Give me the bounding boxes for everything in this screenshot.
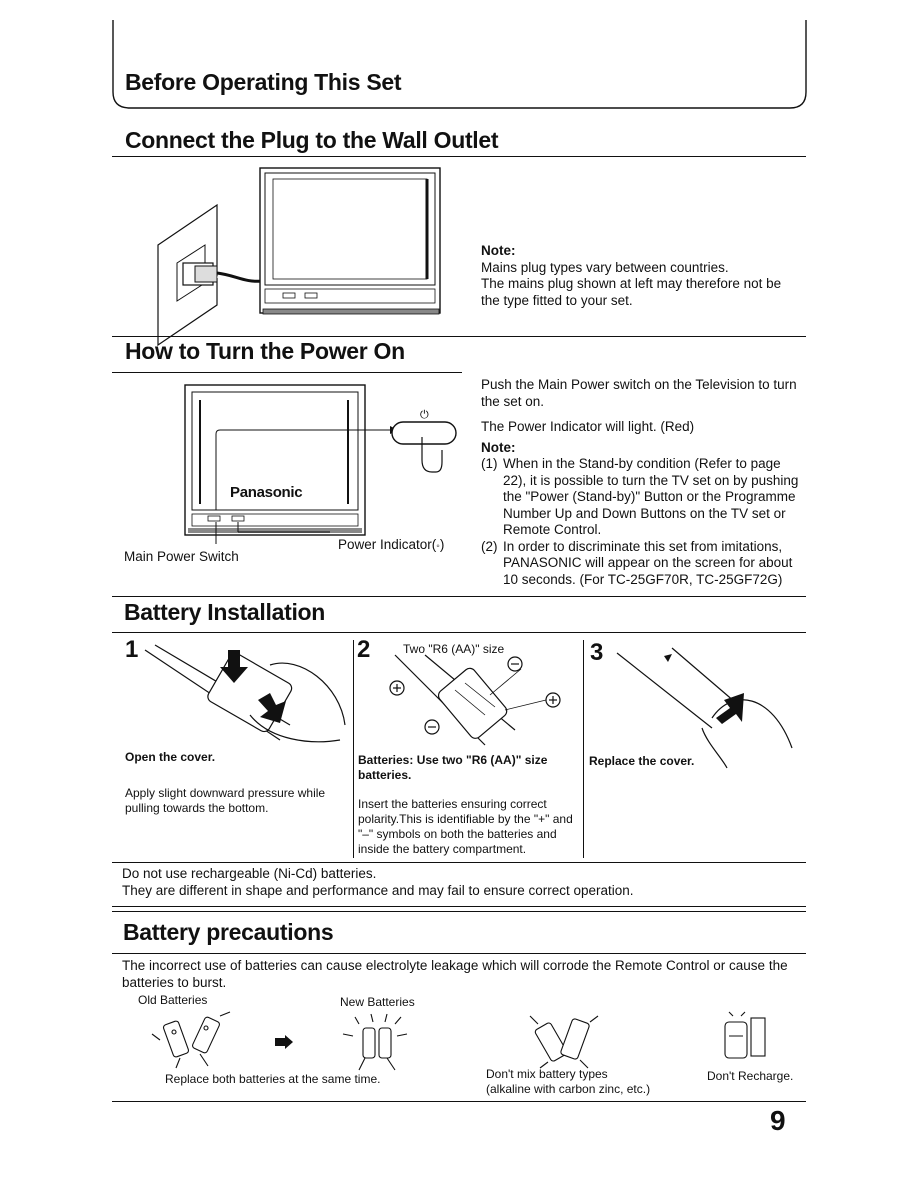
section-heading-precautions: Battery precautions bbox=[123, 919, 334, 945]
note-line: The mains plug shown at left may therefo… bbox=[481, 276, 782, 291]
note-label: Note: bbox=[481, 439, 516, 455]
page-number: 9 bbox=[770, 1105, 786, 1136]
note-item: (1) When in the Stand-by condition (Refer… bbox=[481, 456, 806, 539]
new-batteries-icon bbox=[342, 1013, 408, 1071]
instruction-text: The Power Indicator will light. (Red) bbox=[481, 419, 695, 434]
remote-close-cover-illustration bbox=[616, 647, 793, 769]
plug-note: Note: Mains plug types vary between coun… bbox=[481, 243, 811, 309]
divider bbox=[112, 632, 806, 633]
recharge-battery-icon bbox=[724, 1011, 766, 1059]
warning-line: They are different in shape and performa… bbox=[122, 882, 634, 898]
note-item: (2) In order to discriminate this set fro… bbox=[481, 539, 806, 589]
divider bbox=[112, 156, 806, 157]
main-power-switch-label: Main Power Switch bbox=[124, 549, 239, 564]
remote-battery-illustration bbox=[389, 654, 561, 746]
power-indicator-text: Power Indicator( bbox=[338, 537, 437, 552]
divider bbox=[112, 862, 806, 863]
recharge-caption: Don't Recharge. bbox=[707, 1069, 794, 1083]
svg-text:⏻: ⏻ bbox=[420, 408, 429, 421]
note-text: When in the Stand-by condition (Refer to… bbox=[503, 456, 799, 537]
old-batteries-label: Old Batteries bbox=[138, 993, 208, 1007]
step-detail: Insert the batteries ensuring correct po… bbox=[358, 797, 573, 856]
indicator-icon: ◦ bbox=[436, 541, 440, 552]
power-indicator-close: ) bbox=[439, 537, 445, 552]
mix-caption-line: (alkaline with carbon zinc, etc.) bbox=[486, 1082, 651, 1096]
divider bbox=[112, 1101, 806, 1102]
section-heading-power: How to Turn the Power On bbox=[125, 338, 405, 364]
mixed-batteries-icon bbox=[529, 1015, 599, 1069]
mix-caption-line: Don't mix battery types bbox=[486, 1067, 608, 1081]
note-line: Mains plug types vary between countries. bbox=[481, 259, 729, 275]
power-instructions: Push the Main Power switch on the Televi… bbox=[481, 377, 806, 588]
battery-warning: Do not use rechargeable (Ni-Cd) batterie… bbox=[122, 866, 812, 899]
battery-size-label: Two "R6 (AA)" size bbox=[403, 642, 505, 656]
arrow-right-icon bbox=[275, 1035, 293, 1049]
column-divider bbox=[583, 640, 584, 858]
divider bbox=[112, 596, 806, 597]
tv-plug-illustration bbox=[157, 167, 441, 347]
divider bbox=[112, 372, 462, 373]
column-divider bbox=[353, 640, 354, 858]
section-heading-battery-install: Battery Installation bbox=[124, 599, 326, 625]
power-indicator-label: Power Indicator(◦) bbox=[338, 537, 444, 556]
replace-caption: Replace both batteries at the same time. bbox=[165, 1072, 381, 1086]
divider bbox=[112, 336, 806, 337]
step-caption: Replace the cover. bbox=[589, 754, 695, 768]
note-line: the type fitted to your set. bbox=[481, 292, 633, 308]
warning-line: Do not use rechargeable (Ni-Cd) batterie… bbox=[122, 866, 377, 881]
divider bbox=[112, 906, 806, 907]
step-caption: Open the cover. bbox=[125, 750, 216, 764]
remote-open-cover-illustration bbox=[144, 644, 346, 743]
step-number: 3 bbox=[590, 639, 604, 666]
divider bbox=[112, 953, 806, 954]
tv-brand-logo: Panasonic bbox=[230, 484, 303, 501]
new-batteries-label: New Batteries bbox=[340, 995, 415, 1009]
step-number: 2 bbox=[357, 636, 371, 663]
precautions-intro: The incorrect use of batteries can cause… bbox=[122, 958, 788, 990]
section-heading-plug: Connect the Plug to the Wall Outlet bbox=[125, 127, 499, 153]
note-number: (1) bbox=[481, 456, 498, 471]
header-frame bbox=[112, 20, 807, 109]
note-text: In order to discriminate this set from i… bbox=[503, 538, 793, 587]
divider bbox=[112, 911, 806, 912]
step-detail: Apply slight downward pressure while pul… bbox=[125, 786, 326, 815]
old-batteries-icon bbox=[151, 1011, 231, 1069]
note-number: (2) bbox=[481, 538, 498, 554]
tv-power-illustration: ⏻ bbox=[184, 384, 457, 544]
mix-caption: Don't mix battery types (alkaline with c… bbox=[486, 1067, 650, 1097]
step-number: 1 bbox=[125, 636, 139, 663]
note-list: (1) When in the Stand-by condition (Refer… bbox=[481, 456, 806, 588]
instruction-text: Push the Main Power switch on the Televi… bbox=[481, 377, 797, 409]
step-caption: Batteries: Use two "R6 (AA)" size batter… bbox=[358, 753, 548, 782]
page-title: Before Operating This Set bbox=[125, 69, 402, 95]
note-label: Note: bbox=[481, 243, 516, 258]
